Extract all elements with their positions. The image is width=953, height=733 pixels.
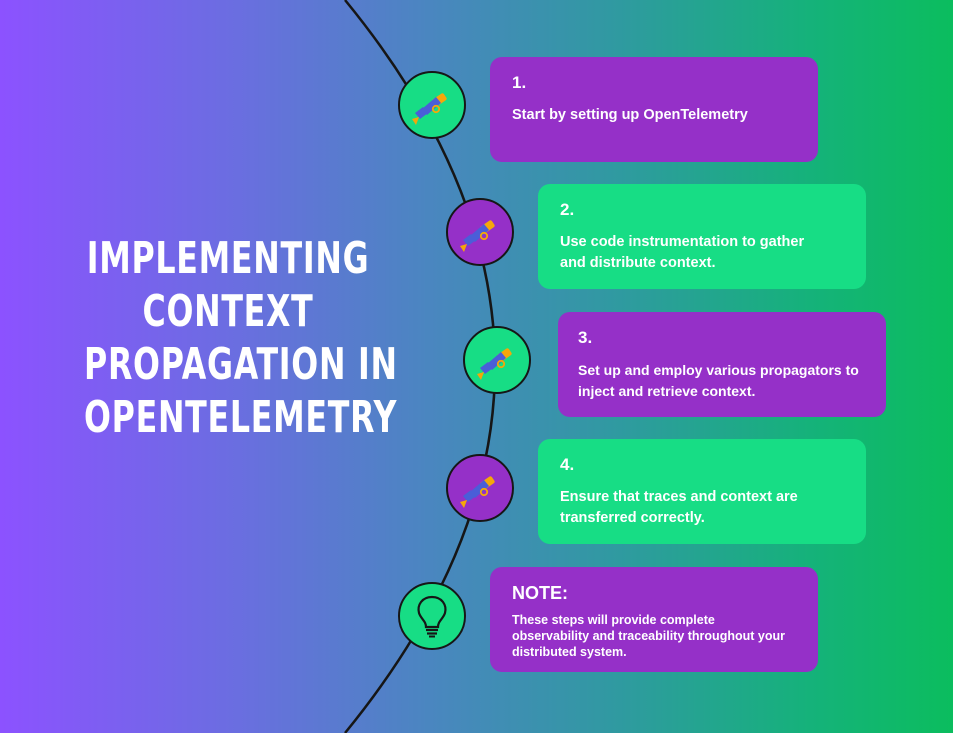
step-number: 4.	[560, 455, 575, 474]
telescope-icon	[459, 474, 497, 509]
step-2-card: 2. Use code instrumentation to gather an…	[538, 184, 866, 289]
lightbulb-icon	[417, 595, 447, 638]
title-line: OPENTELEMETRY	[84, 392, 398, 443]
step-text: Start by setting up OpenTelemetry	[512, 107, 748, 123]
title-line: IMPLEMENTING	[86, 233, 370, 284]
step-number: 1.	[512, 73, 527, 92]
step-3-card: 3. Set up and employ various propagators…	[558, 312, 886, 417]
note-card: NOTE: These steps will provide complete …	[490, 567, 818, 672]
telescope-icon	[476, 346, 514, 381]
step-number: 3.	[578, 328, 593, 347]
step-text: Ensure that traces and context are trans…	[560, 489, 798, 526]
step-number: 2.	[560, 200, 575, 219]
step-4-node	[446, 454, 514, 522]
step-3-node	[463, 326, 531, 394]
step-1-node	[398, 71, 466, 139]
telescope-icon	[411, 91, 449, 126]
step-1-card: 1. Start by setting up OpenTelemetry	[490, 57, 818, 162]
note-heading: NOTE:	[512, 583, 568, 603]
page-title: IMPLEMENTING CONTEXT PROPAGATION IN OPEN…	[28, 232, 428, 444]
title-line: CONTEXT	[142, 286, 314, 337]
step-text: Set up and employ various propagators to…	[578, 362, 859, 399]
step-4-card: 4. Ensure that traces and context are tr…	[538, 439, 866, 544]
note-node	[398, 582, 466, 650]
step-text: Use code instrumentation to gather and d…	[560, 234, 805, 271]
note-text: These steps will provide complete observ…	[512, 613, 785, 659]
step-2-node	[446, 198, 514, 266]
title-line: PROPAGATION IN	[84, 339, 398, 390]
telescope-icon	[459, 218, 497, 253]
